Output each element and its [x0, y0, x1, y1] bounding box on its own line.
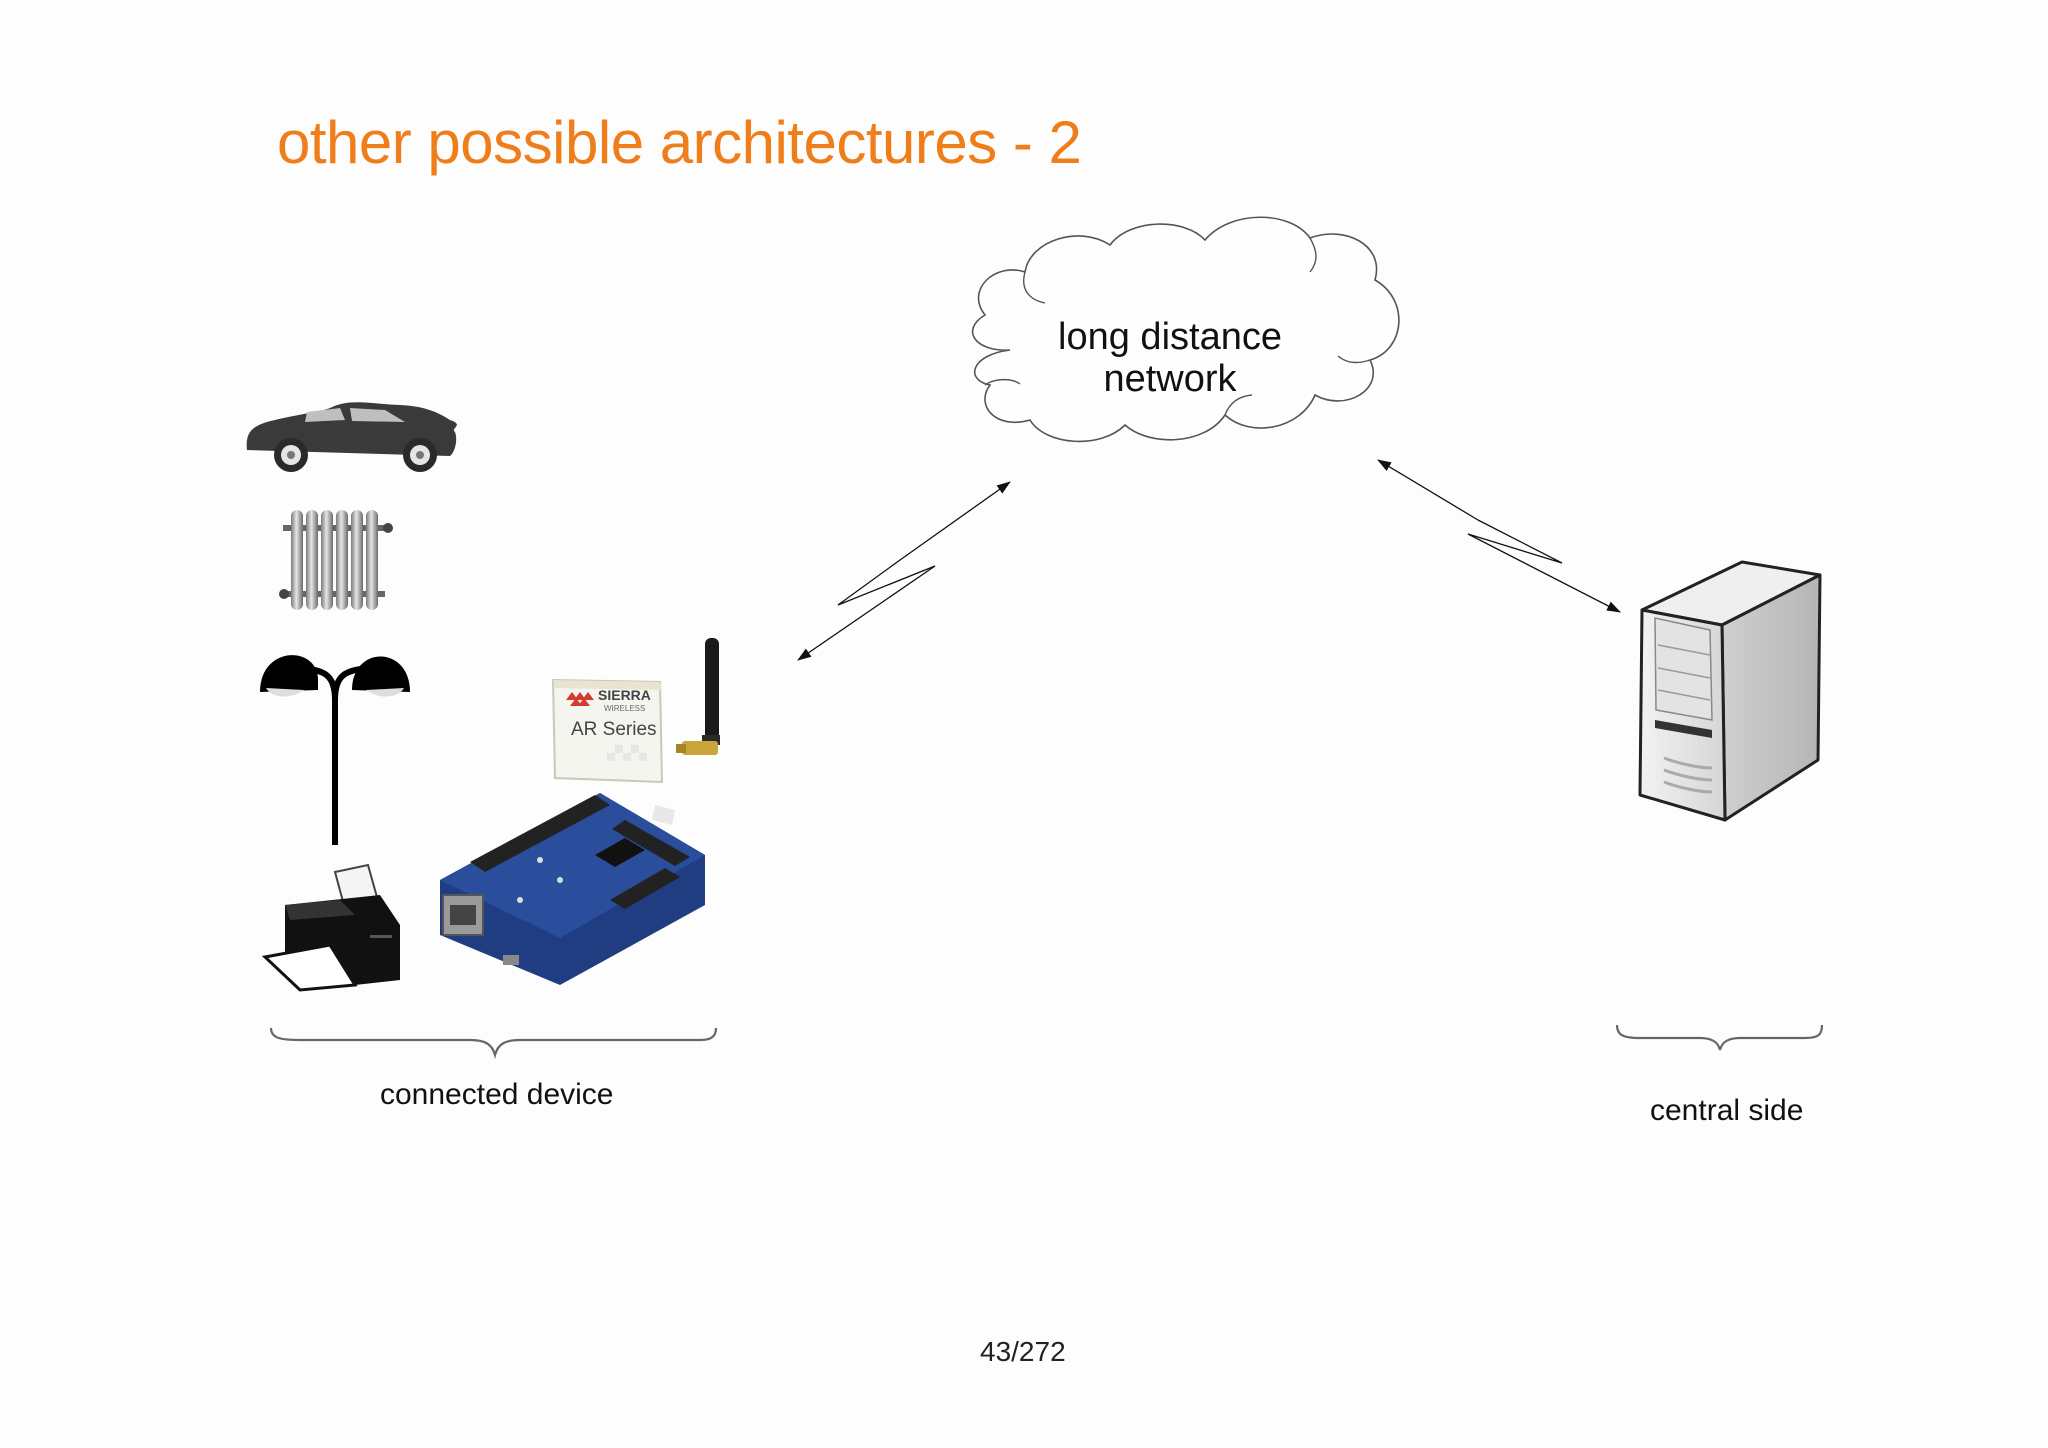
wireless-link-left — [797, 481, 1011, 661]
central-side-label: central side — [1650, 1094, 1804, 1127]
wireless-link-right — [1377, 459, 1621, 613]
module-brand-sub: WIRELESS — [604, 704, 645, 713]
brace-connected-device — [269, 1027, 718, 1060]
connected-device-label: connected device — [380, 1078, 614, 1111]
dev-board-icon — [440, 793, 705, 985]
page-number: 43/272 — [980, 1336, 1066, 1367]
module-series: AR Series — [571, 719, 657, 740]
cloud-label-line2: network — [1103, 358, 1237, 400]
slide-title: other possible architectures - 2 — [277, 109, 1082, 176]
cloud-icon — [971, 216, 1400, 443]
car-icon — [246, 402, 457, 472]
cloud-label: long distance network — [1010, 316, 1330, 400]
cloud-label-line1: long distance — [1058, 316, 1282, 358]
modem-module-icon: SIERRA WIRELESS AR Series — [551, 678, 664, 784]
radiator-icon — [279, 510, 393, 610]
printer-icon — [261, 863, 400, 992]
module-brand: SIERRA — [598, 687, 651, 703]
server-tower-icon — [1638, 560, 1822, 822]
antenna-icon — [676, 638, 720, 755]
brace-central-side — [1615, 1024, 1824, 1051]
street-lamp-icon — [260, 655, 410, 845]
